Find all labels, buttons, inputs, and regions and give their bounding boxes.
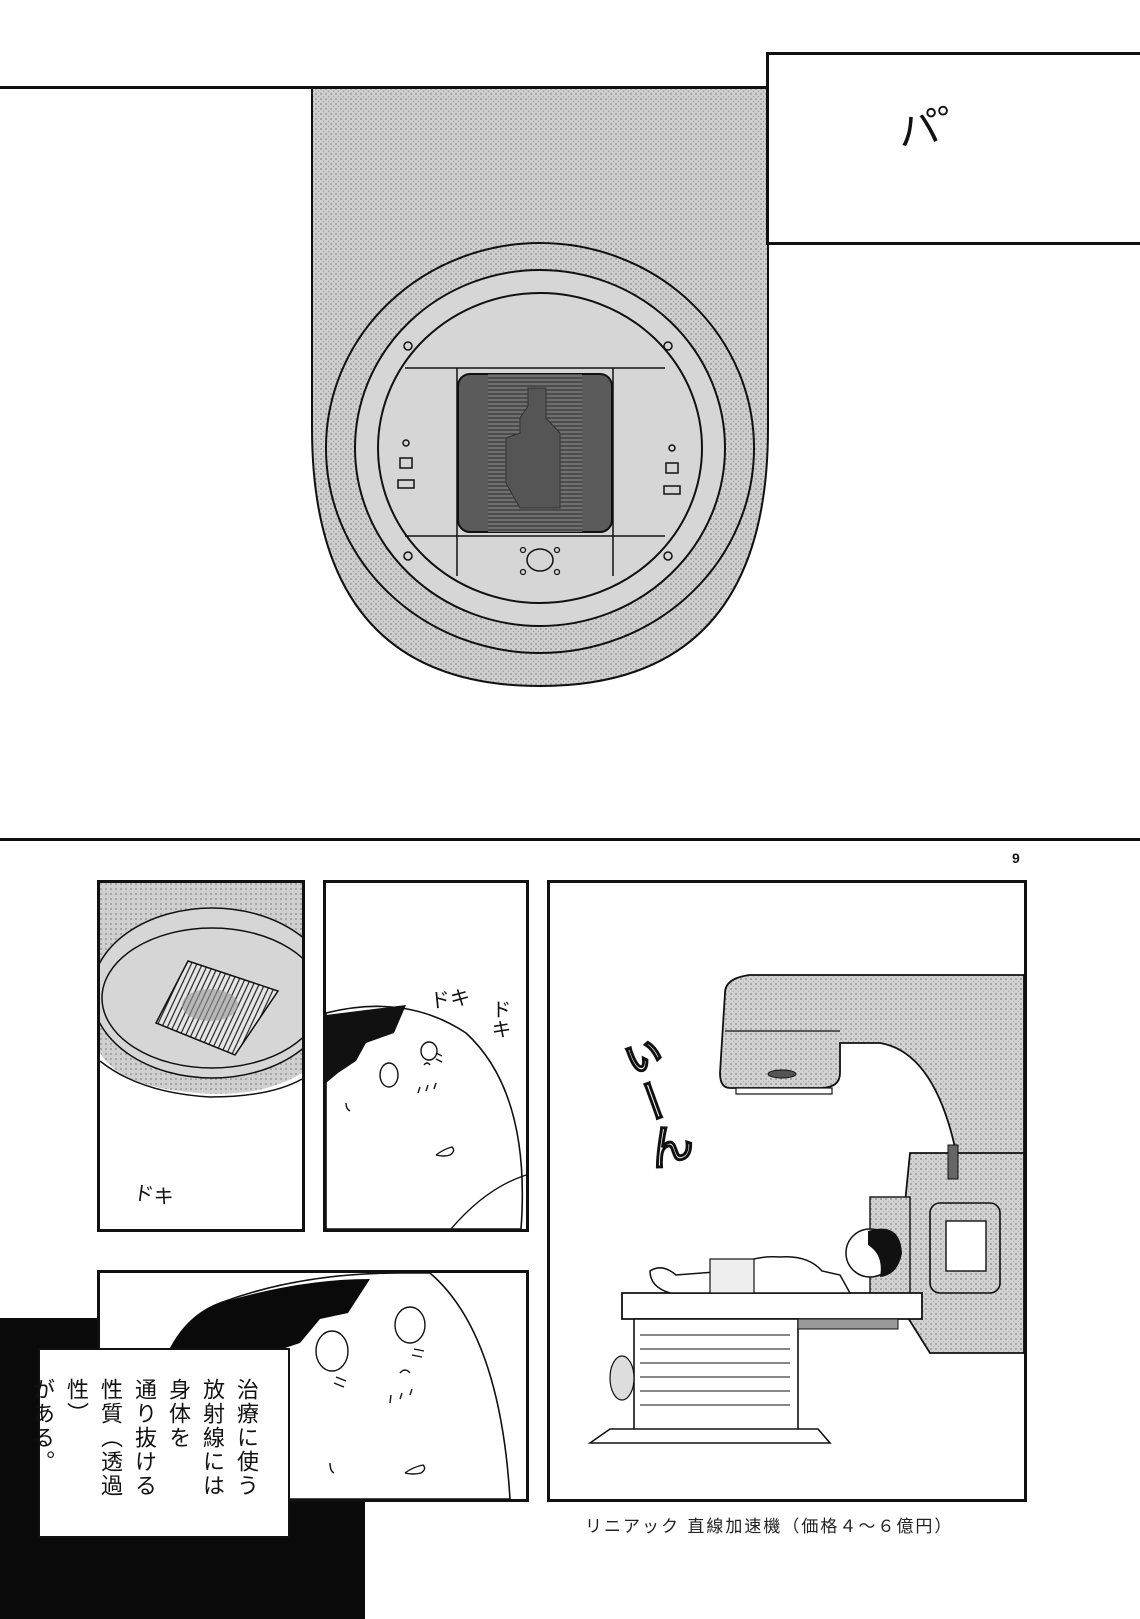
- panel-patient-face-small: ドキ ドキ: [323, 880, 529, 1232]
- narration-box: 治療に使う 放射線には 身体を 通り抜ける 性質（透過性） がある。: [29, 1348, 290, 1538]
- panel-linac-machine: ぃーん: [547, 880, 1027, 1502]
- panel-collimator-closeup: ドキ: [97, 880, 305, 1232]
- gantry-topview-svg: [311, 87, 769, 688]
- narration-line-3: 身体を: [165, 1378, 190, 1450]
- linac-machine-svg: [587, 974, 1024, 1444]
- tier-divider: [0, 838, 1140, 841]
- sfx-doki-1: ドキ: [429, 984, 472, 1014]
- narration-line-4: 通り抜ける: [131, 1378, 156, 1498]
- linac-caption: リニアック 直線加速機（価格４～６億円）: [585, 1517, 954, 1537]
- narration-text: 治療に使う 放射線には 身体を 通り抜ける 性質（透過性） がある。: [24, 1378, 262, 1528]
- linac-gantry-illustration: [310, 87, 770, 688]
- narration-line-1: 治療に使う: [233, 1378, 258, 1498]
- patient-face-small-svg: [326, 1005, 526, 1229]
- narration-line-2: 放射線には: [199, 1378, 224, 1498]
- sfx-inset-panel: パ゜: [766, 52, 1140, 245]
- narration-line-6: がある。: [29, 1378, 54, 1474]
- sfx-doki-2: ドキ: [488, 999, 512, 1039]
- page-number: 9: [1012, 850, 1020, 866]
- sfx-pa: パ゜: [894, 96, 985, 157]
- collimator-closeup-svg: [100, 883, 302, 1098]
- sfx-doki: ドキ: [132, 1180, 176, 1210]
- narration-line-5: 性質（透過性）: [63, 1378, 122, 1498]
